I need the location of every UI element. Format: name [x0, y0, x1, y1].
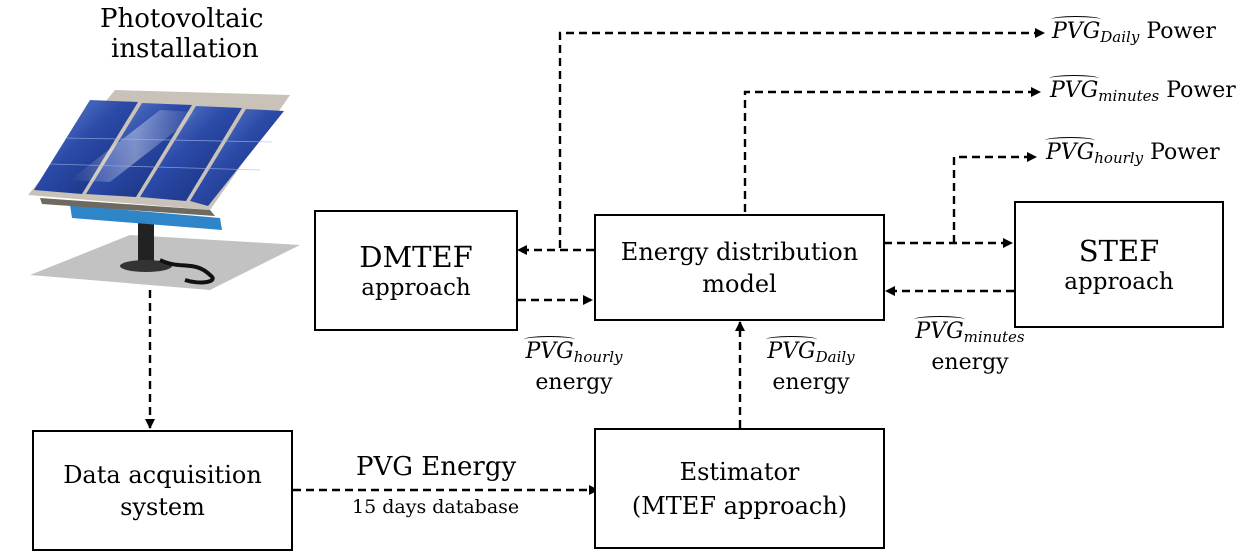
hourly-power-suffix: Power [1150, 140, 1220, 165]
minutes-energy-suffix: energy [931, 350, 1009, 375]
energy-distribution-model-block: Energy distribution model [594, 214, 885, 321]
estimator-line2: (MTEF approach) [631, 491, 848, 520]
dmtef-approach-block: DMTEF approach [314, 210, 518, 331]
pv-title-line1: Photovoltaic [100, 4, 264, 34]
estimator-block: Estimator (MTEF approach) [594, 428, 885, 549]
minutes-power-suffix: Power [1166, 78, 1236, 103]
stef-subtitle: approach [1064, 268, 1174, 295]
hourly-power-subscript: hourly [1094, 149, 1144, 167]
hourly-power-label: PVGhourly Power [1044, 137, 1220, 172]
dmtef-subtitle: approach [361, 274, 471, 301]
daily-power-suffix: Power [1146, 19, 1216, 44]
daily-energy-label: PVGDaily energy [756, 336, 866, 397]
pv-title-line2: installation [111, 34, 259, 64]
data-acq-line2: system [120, 492, 205, 521]
daily-power-symbol: PVG [1050, 16, 1102, 44]
pvg-energy-label: PVG Energy [356, 452, 517, 482]
energy-model-line1: Energy distribution [620, 237, 859, 266]
minutes-power-symbol: PVG [1048, 75, 1100, 103]
hourly-energy-subscript: hourly [573, 348, 623, 366]
dmtef-title: DMTEF [359, 239, 473, 274]
hourly-energy-suffix: energy [535, 370, 613, 395]
minutes-power-subscript: minutes [1098, 87, 1160, 105]
hourly-energy-label: PVGhourly energy [514, 336, 634, 397]
arrow-minutes-power [743, 87, 1041, 212]
stef-title: STEF [1078, 233, 1160, 268]
minutes-energy-subscript: minutes [963, 328, 1025, 346]
arrow-daily-power [558, 28, 1045, 248]
daily-power-label: PVGDaily Power [1050, 16, 1216, 51]
minutes-energy-symbol: PVG [914, 316, 965, 344]
energy-model-line2: model [702, 269, 777, 298]
daily-energy-symbol: PVG [766, 336, 817, 364]
data-acquisition-block: Data acquisition system [32, 430, 293, 551]
minutes-power-label: PVGminutes Power [1048, 75, 1236, 110]
daily-energy-suffix: energy [772, 370, 850, 395]
daily-energy-subscript: Daily [815, 348, 855, 366]
stef-approach-block: STEF approach [1014, 201, 1224, 328]
estimator-line1: Estimator [679, 457, 800, 486]
arrow-hourly-power [952, 152, 1037, 243]
minutes-energy-label: PVGminutes energy [904, 316, 1036, 377]
daily-power-subscript: Daily [1100, 28, 1140, 46]
data-acq-line1: Data acquisition [63, 460, 262, 489]
solar-panel-illustration [28, 90, 300, 290]
pvg-database-label: 15 days database [352, 496, 520, 518]
hourly-power-symbol: PVG [1044, 137, 1096, 165]
hourly-energy-symbol: PVG [524, 336, 576, 364]
